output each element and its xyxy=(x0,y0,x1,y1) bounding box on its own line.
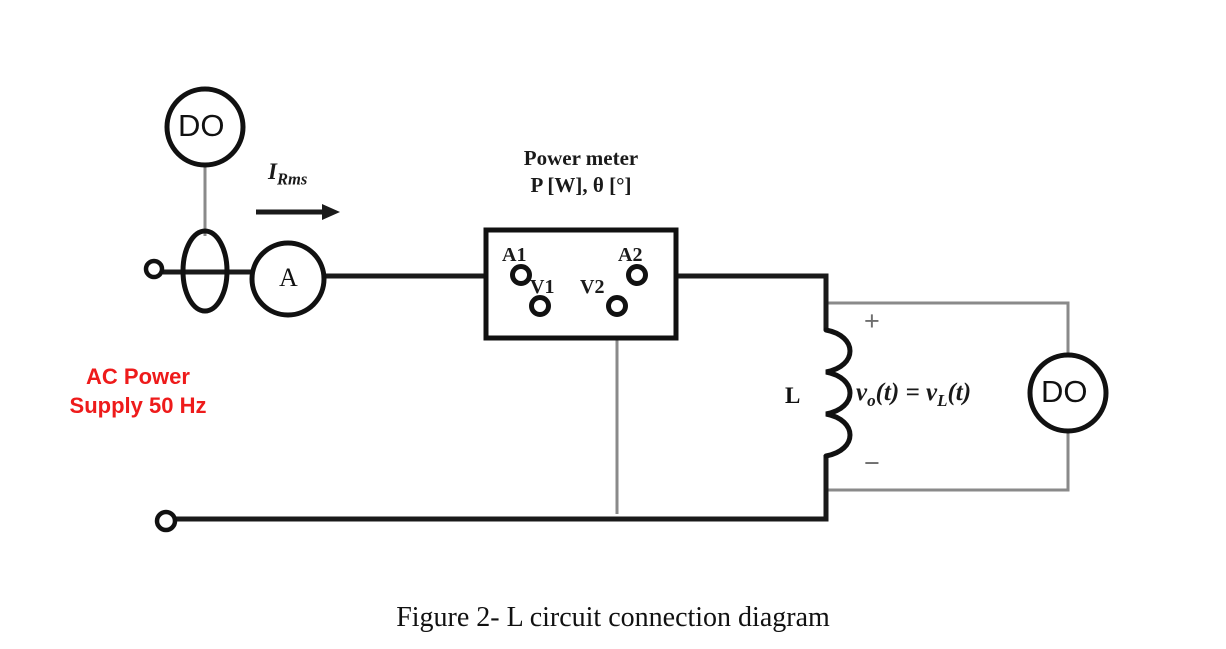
power-meter-terminal-v2[interactable] xyxy=(606,295,628,317)
power-meter-terminal-a1[interactable] xyxy=(510,264,532,286)
oscilloscope-voltage-channel[interactable] xyxy=(1027,352,1109,434)
power-meter-label-a2: A2 xyxy=(618,244,643,266)
power-meter-terminal-v1[interactable] xyxy=(529,295,551,317)
inductor-label: L xyxy=(785,383,801,408)
ac-source-label-line1: AC Power xyxy=(86,364,190,389)
voltage-equality: (t) = v xyxy=(875,379,938,406)
voltage-symbol: v xyxy=(856,379,868,406)
voltage-subscript-L: L xyxy=(937,391,948,410)
wire-meter-a2-to-inductor xyxy=(637,273,829,330)
current-rms-subscript: Rms xyxy=(276,169,308,189)
inductor-voltage-expression: vo(t) = vL(t) xyxy=(856,380,971,409)
figure-caption: Figure 2- L circuit connection diagram xyxy=(396,602,830,633)
power-meter-label-v1: V1 xyxy=(530,276,555,298)
voltage-subscript-o: o xyxy=(867,391,876,410)
current-clamp-probe[interactable] xyxy=(180,228,230,314)
polarity-minus-label: − xyxy=(864,448,880,478)
ammeter-symbol[interactable] xyxy=(249,240,327,318)
voltage-tail: (t) xyxy=(947,379,972,406)
power-meter-label-a1: A1 xyxy=(502,244,527,266)
oscilloscope-voltage-label: DO xyxy=(1041,374,1088,409)
ac-source-label: AC Power Supply 50 Hz xyxy=(48,362,228,420)
wire-inductor-to-source-return xyxy=(165,455,829,522)
power-meter-terminal-a2[interactable] xyxy=(626,264,648,286)
current-rms-label: IRms xyxy=(268,160,307,188)
inductor-coil xyxy=(823,327,853,459)
current-arrow-head xyxy=(322,204,340,220)
source-terminal-top[interactable] xyxy=(143,258,165,280)
oscilloscope-current-channel[interactable] xyxy=(164,86,246,168)
wire-scope-top-lead xyxy=(828,301,1070,356)
ammeter-label: A xyxy=(279,263,298,292)
polarity-plus-label: + xyxy=(864,306,880,336)
oscilloscope-current-label: DO xyxy=(178,108,225,143)
current-rms-symbol: I xyxy=(268,159,277,184)
power-meter-title: Power meter xyxy=(523,146,639,170)
wire-scope-bottom-lead xyxy=(828,432,1070,492)
power-meter-units: P [W], θ [°] xyxy=(530,173,632,197)
power-meter-label-v2: V2 xyxy=(580,276,605,298)
source-terminal-bottom[interactable] xyxy=(154,509,178,533)
ac-source-label-line2: Supply 50 Hz xyxy=(69,393,207,419)
